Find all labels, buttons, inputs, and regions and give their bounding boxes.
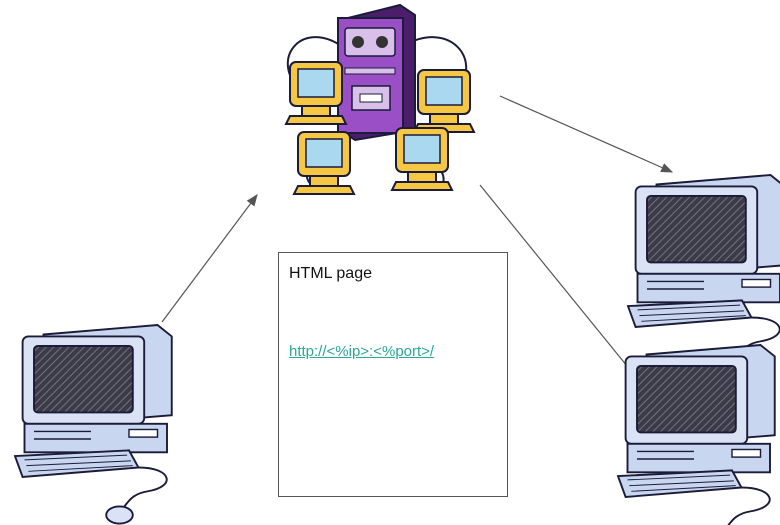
client-computer-left-icon xyxy=(14,324,173,525)
client-computer-bottom-right-icon xyxy=(617,344,776,525)
arrow-server-to-client-bottom xyxy=(479,184,641,383)
server-cluster-icon xyxy=(285,3,475,195)
client-computer-top-right-icon xyxy=(627,174,780,375)
html-page-link[interactable]: http://<%ip>:<%port>/ xyxy=(289,343,435,360)
html-page-title: HTML page xyxy=(289,265,372,282)
arrow-client-to-server xyxy=(161,194,258,323)
arrow-server-to-client-top xyxy=(499,95,674,173)
html-page-box: HTML page http://<%ip>:<%port>/ xyxy=(278,252,508,497)
